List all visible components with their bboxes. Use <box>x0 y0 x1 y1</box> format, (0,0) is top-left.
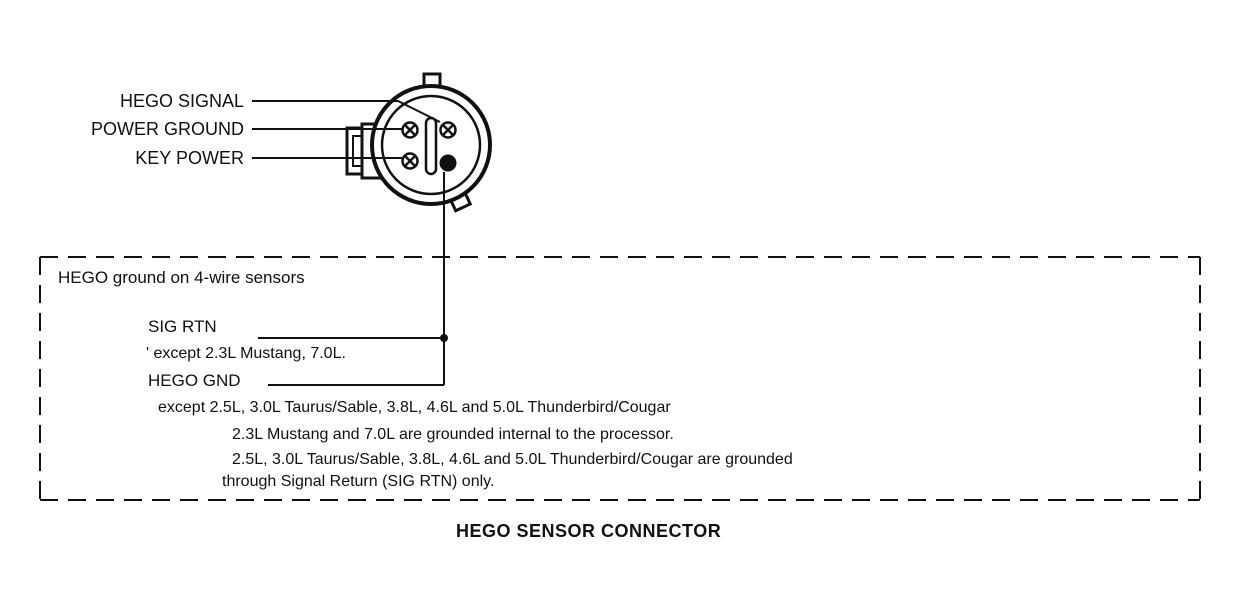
leader-lines <box>252 100 441 159</box>
hego-gnd-label: HEGO GND <box>148 371 241 390</box>
ground-wire <box>258 172 445 386</box>
dashed-box <box>39 256 1201 501</box>
power-ground-label: POWER GROUND <box>91 119 244 139</box>
sig-rtn-note: ' except 2.3L Mustang, 7.0L. <box>146 345 346 362</box>
box-heading: HEGO ground on 4-wire sensors <box>58 268 305 287</box>
footnote-1: 2.3L Mustang and 7.0L are grounded inter… <box>232 426 674 443</box>
terminal-hego-signal <box>439 121 457 139</box>
diagram-caption: HEGO SENSOR CONNECTOR <box>456 521 722 541</box>
junction-dot <box>440 334 448 342</box>
terminal-power-ground <box>401 121 419 139</box>
terminal-ground <box>439 154 457 172</box>
hego-signal-label: HEGO SIGNAL <box>119 91 244 111</box>
key-power-label: KEY POWER <box>135 148 244 168</box>
connector-body <box>345 72 492 213</box>
sig-rtn-label: SIG RTN <box>148 317 217 336</box>
footnote-3: through Signal Return (SIG RTN) only. <box>222 473 495 490</box>
footnote-2: 2.5L, 3.0L Taurus/Sable, 3.8L, 4.6L and … <box>232 451 793 468</box>
terminal-key-power <box>401 152 419 170</box>
hego-gnd-note: except 2.5L, 3.0L Taurus/Sable, 3.8L, 4.… <box>158 399 671 416</box>
